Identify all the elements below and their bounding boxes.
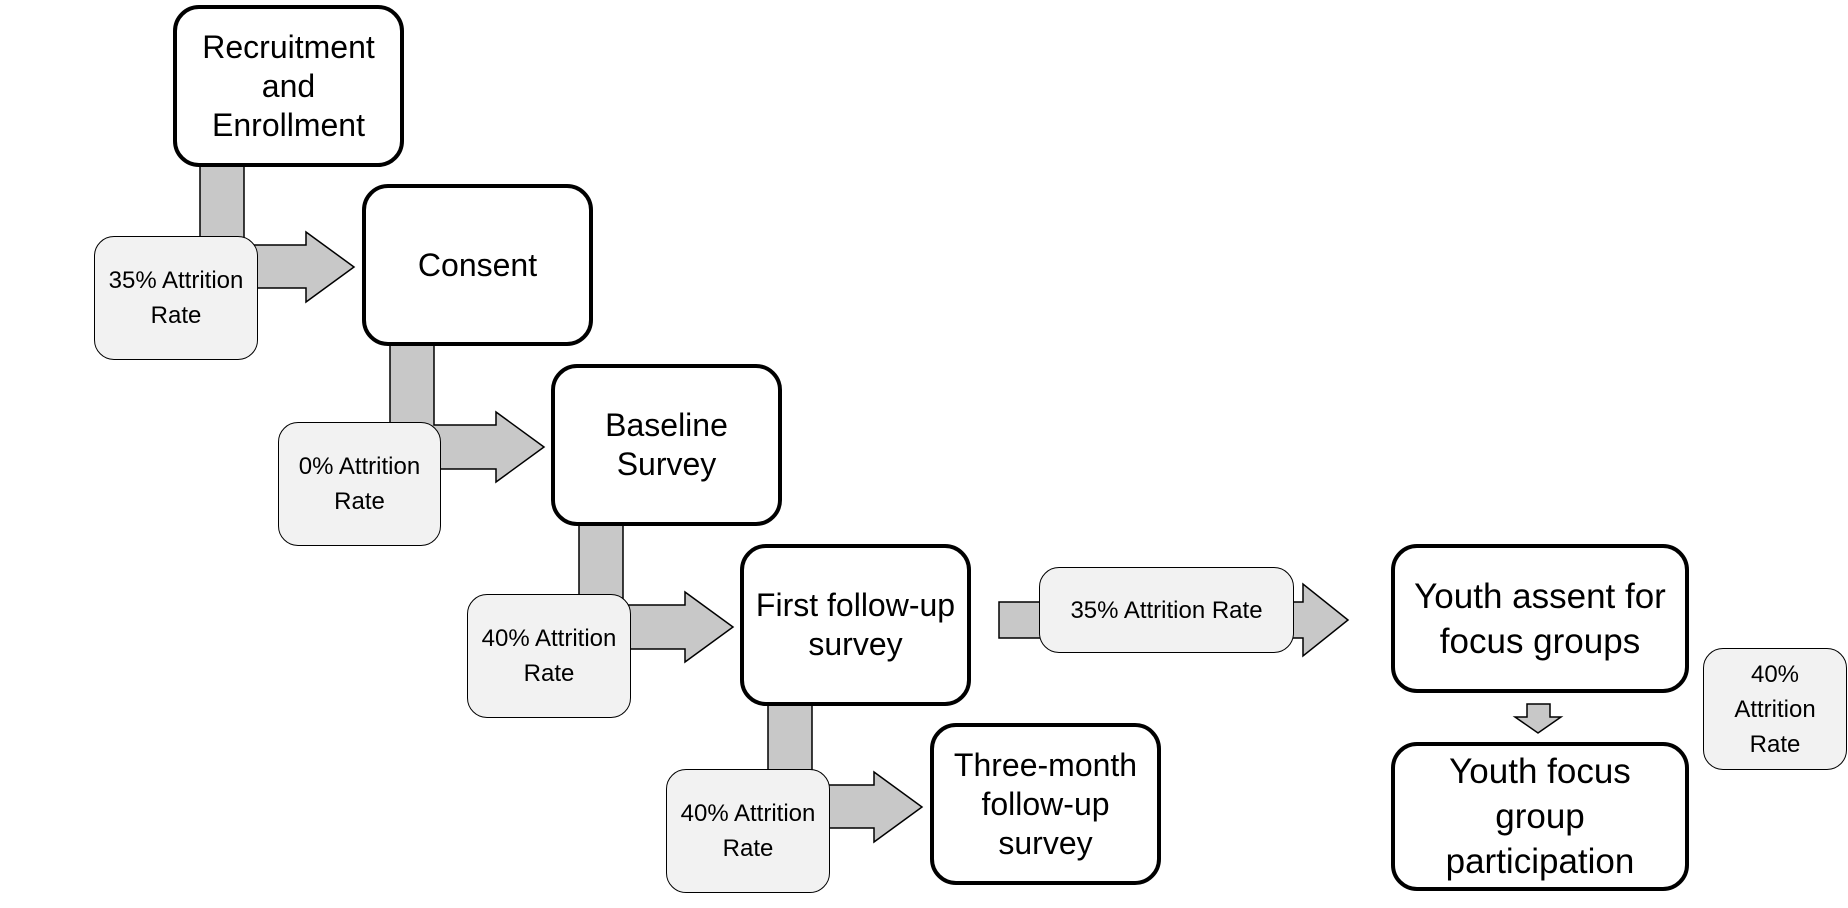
attrition-first-followup-to-three-month: 40% Attrition Rate <box>666 769 830 893</box>
stage-youth-assent-focus-groups: Youth assent for focus groups <box>1391 544 1689 693</box>
stage-label: First follow-up survey <box>755 587 956 662</box>
attrition-label: 40% Attrition Rate <box>1734 660 1816 758</box>
stage-youth-focus-group-participation: Youth focus group participation <box>1391 742 1689 891</box>
stage-label: Consent <box>417 246 538 283</box>
stage-label: Three-month follow-up survey <box>953 746 1138 861</box>
stage-label: Youth assent for focus groups <box>1414 576 1666 661</box>
attrition-baseline-to-first-followup: 40% Attrition Rate <box>467 594 631 718</box>
stage-label: Youth focus group participation <box>1445 752 1635 881</box>
attrition-label: 40% Attrition Rate <box>680 800 816 862</box>
attrition-recruitment-to-consent: 35% Attrition Rate <box>94 236 258 360</box>
attrition-assent-to-focus: 40% Attrition Rate <box>1703 648 1847 770</box>
attrition-label: 40% Attrition Rate <box>481 625 617 687</box>
stage-label: Baseline Survey <box>605 407 728 482</box>
stage-first-followup-survey: First follow-up survey <box>740 544 971 706</box>
attrition-label: 35% Attrition Rate <box>108 267 244 329</box>
stage-recruitment-enrollment: Recruitment and Enrollment <box>173 5 404 167</box>
stage-baseline-survey: Baseline Survey <box>551 364 782 526</box>
attrition-label: 0% Attrition Rate <box>298 453 421 515</box>
stage-three-month-followup-survey: Three-month follow-up survey <box>930 723 1161 885</box>
arrow-youth-assent-to-focus <box>1512 703 1564 734</box>
attrition-first-followup-to-youth-assent: 35% Attrition Rate <box>1039 567 1294 653</box>
attrition-consent-to-baseline: 0% Attrition Rate <box>278 422 441 546</box>
stage-consent: Consent <box>362 184 593 346</box>
attrition-label: 35% Attrition Rate <box>1070 596 1263 624</box>
stage-label: Recruitment and Enrollment <box>202 28 375 143</box>
